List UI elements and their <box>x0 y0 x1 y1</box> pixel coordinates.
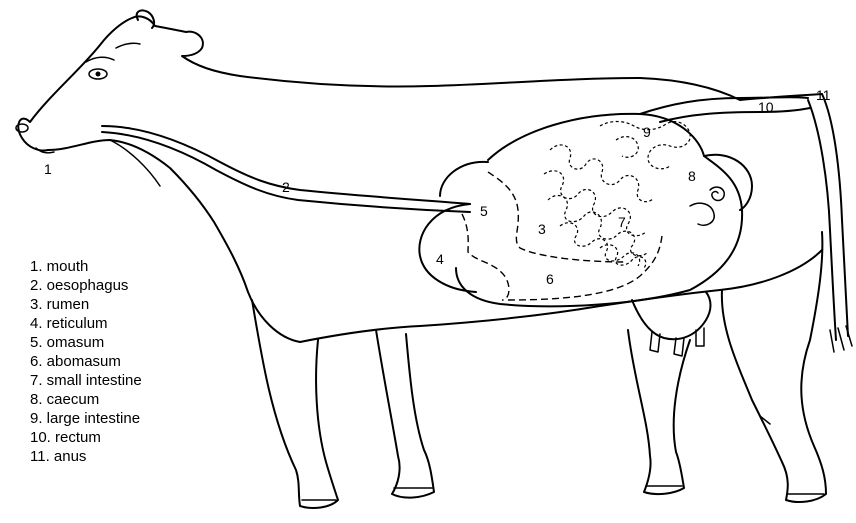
omasum-divider <box>462 214 509 300</box>
digestive-organs <box>419 97 810 306</box>
label-9: 9 <box>643 124 651 140</box>
legend-item: 7. small intestine <box>30 372 142 389</box>
label-7: 7 <box>618 214 626 230</box>
legend-item: 11. anus <box>30 448 86 465</box>
label-3: 3 <box>538 221 546 237</box>
legend-item: 4. reticulum <box>30 315 108 332</box>
legend-item: 8. caecum <box>30 391 99 408</box>
upper-lobe <box>440 162 488 196</box>
colon-loop <box>690 203 714 225</box>
caecum-outline <box>704 155 752 210</box>
rumen-divider <box>488 172 624 262</box>
label-6: 6 <box>546 271 554 287</box>
legend-item: 6. abomasum <box>30 353 121 370</box>
legend-item: 10. rectum <box>30 429 101 446</box>
legend-item: 3. rumen <box>30 296 89 313</box>
label-8: 8 <box>688 168 696 184</box>
rectum-lower <box>660 108 810 122</box>
tail-inner <box>808 100 836 340</box>
tail-switch <box>830 326 852 352</box>
oesophagus-tube <box>102 126 470 212</box>
label-2: 2 <box>282 179 290 195</box>
front-leg-far <box>376 330 434 498</box>
teat-2 <box>674 338 684 356</box>
label-11: 11 <box>816 87 831 103</box>
label-1: 1 <box>44 161 52 177</box>
rumen-outline <box>456 114 742 306</box>
hind-leg-far <box>628 330 690 494</box>
legend-item: 9. large intestine <box>30 410 140 427</box>
caecum-spiral <box>710 187 724 200</box>
hind-leg-near <box>722 232 826 502</box>
tail-outer <box>822 94 848 336</box>
belly-line <box>300 250 822 342</box>
organ-number-labels: 1 2 3 4 5 6 7 8 9 10 11 <box>44 87 831 287</box>
front-leg-near <box>252 300 338 508</box>
eye-pupil <box>96 72 101 77</box>
brow <box>86 57 114 62</box>
label-4: 4 <box>436 251 444 267</box>
legend-item: 2. oesophagus <box>30 277 128 294</box>
legend-item: 5. omasum <box>30 334 104 351</box>
legend-item: 1. mouth <box>30 258 88 275</box>
head-wrinkle <box>116 43 140 48</box>
label-5: 5 <box>480 203 488 219</box>
ear <box>137 10 154 28</box>
label-10: 10 <box>758 99 774 115</box>
legs <box>252 232 826 508</box>
cow-outline <box>16 10 822 356</box>
legend: 1. mouth 2. oesophagus 3. rumen 4. retic… <box>30 258 142 465</box>
small-intestine-coils <box>544 145 654 268</box>
